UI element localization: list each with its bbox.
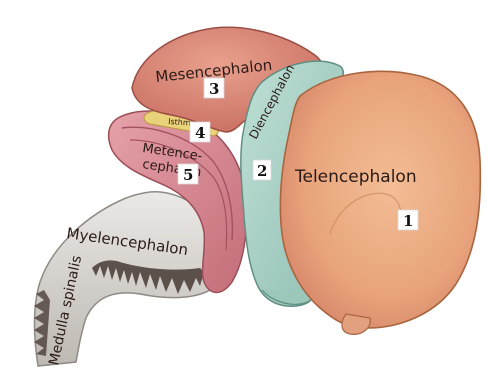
- olfactory-bulb: [342, 314, 370, 334]
- number-5-text: 5: [183, 166, 193, 184]
- myelencephalon-region: Myelencephalon Medulla spinalis: [34, 192, 227, 367]
- telencephalon-region: Telencephalon: [280, 71, 480, 334]
- number-marker-5: 5: [178, 164, 198, 184]
- number-2-text: 2: [257, 162, 267, 180]
- telencephalon-label: Telencephalon: [294, 167, 417, 187]
- number-marker-3: 3: [204, 78, 224, 98]
- number-marker-1: 1: [398, 210, 418, 230]
- number-3-text: 3: [209, 80, 219, 98]
- telencephalon-shape: [280, 71, 480, 328]
- number-marker-4: 4: [190, 122, 210, 142]
- number-1-text: 1: [403, 212, 413, 230]
- number-4-text: 4: [195, 124, 205, 142]
- number-marker-2: 2: [253, 160, 271, 180]
